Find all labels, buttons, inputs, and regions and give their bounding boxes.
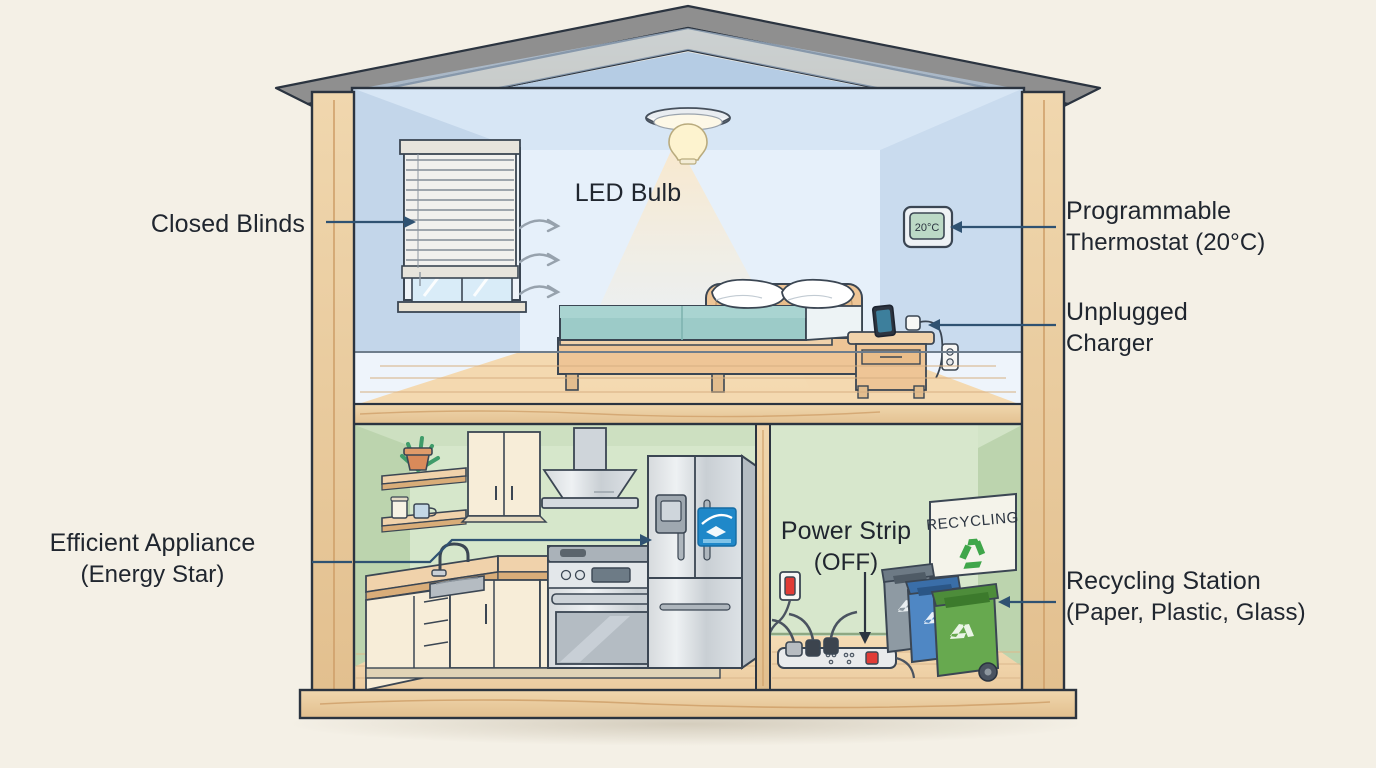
wall-outlet — [941, 343, 959, 371]
house-frame — [298, 90, 1078, 720]
annotation-unplugged-charger: Unplugged Charger — [1066, 297, 1188, 359]
annotation-closed-blinds-line1: Closed Blinds — [150, 210, 305, 238]
utility-room: RECYCLING — [768, 424, 1024, 692]
upper-floor-bedroom: 20°C — [350, 86, 1026, 408]
shelf-jars — [390, 496, 437, 519]
annotation-recycling-line1: Recycling Station — [1066, 567, 1261, 595]
annotation-charger-line1: Unplugged — [1066, 298, 1188, 326]
potted-plant-icon — [400, 436, 440, 472]
leader-lines — [312, 220, 1056, 604]
recycling-bins — [880, 563, 1000, 682]
annotation-power-strip-line1: Power Strip — [780, 517, 912, 545]
wall-shelves — [381, 436, 467, 533]
ceiling-light-fixture — [645, 107, 731, 165]
airflow-arrows — [518, 218, 561, 299]
annotation-efficient-appliance: Efficient Appliance (Energy Star) — [0, 528, 305, 590]
led-bulb-icon — [668, 123, 708, 165]
kitchen — [352, 424, 762, 692]
annotation-recycling-line2: (Paper, Plastic, Glass) — [1066, 599, 1306, 626]
mid-floor-slab — [338, 402, 1038, 428]
annotation-thermostat-line2: Thermostat (20°C) — [1066, 229, 1266, 256]
phone — [871, 304, 897, 338]
range-hood — [541, 427, 639, 509]
recycling-poster: RECYCLING — [926, 492, 1020, 580]
refrigerator — [647, 454, 762, 670]
unplugged-charger — [905, 315, 944, 379]
annotation-power-strip: Power Strip (OFF) — [764, 516, 928, 578]
appliance-leader-line — [352, 538, 648, 564]
annotation-appliance-line2: (Energy Star) — [80, 561, 225, 588]
annotation-led-bulb-line1: LED Bulb — [574, 179, 682, 207]
plugs — [771, 610, 858, 657]
glass-bin — [930, 582, 1000, 682]
annotation-closed-blinds: Closed Blinds — [0, 209, 305, 240]
annotation-led-bulb: LED Bulb — [528, 178, 728, 209]
blinds-slats — [399, 139, 521, 286]
programmable-thermostat: 20°C — [902, 205, 954, 249]
leader-arrowheads — [404, 216, 1010, 608]
annotation-recycling-station: Recycling Station (Paper, Plastic, Glass… — [1066, 566, 1306, 628]
annotation-programmable-thermostat: Programmable Thermostat (20°C) — [1066, 196, 1265, 258]
annotation-charger-line2: Charger — [1066, 330, 1154, 357]
power-strip-switch — [865, 651, 879, 665]
energy-star-badge — [697, 507, 737, 547]
appliance-leader-arrow — [640, 534, 652, 546]
annotation-appliance-line1: Efficient Appliance — [49, 529, 256, 557]
annotation-thermostat-line1: Programmable — [1066, 197, 1232, 225]
annotation-power-strip-line2: (OFF) — [813, 549, 879, 576]
recycle-icon — [959, 538, 986, 569]
lower-floor: RECYCLING — [350, 422, 1026, 694]
bed — [557, 278, 863, 393]
thermostat-reading: 20°C — [915, 222, 940, 234]
window-with-closed-blinds — [397, 139, 527, 313]
power-strip — [771, 610, 916, 679]
upper-cabinets — [460, 431, 548, 523]
